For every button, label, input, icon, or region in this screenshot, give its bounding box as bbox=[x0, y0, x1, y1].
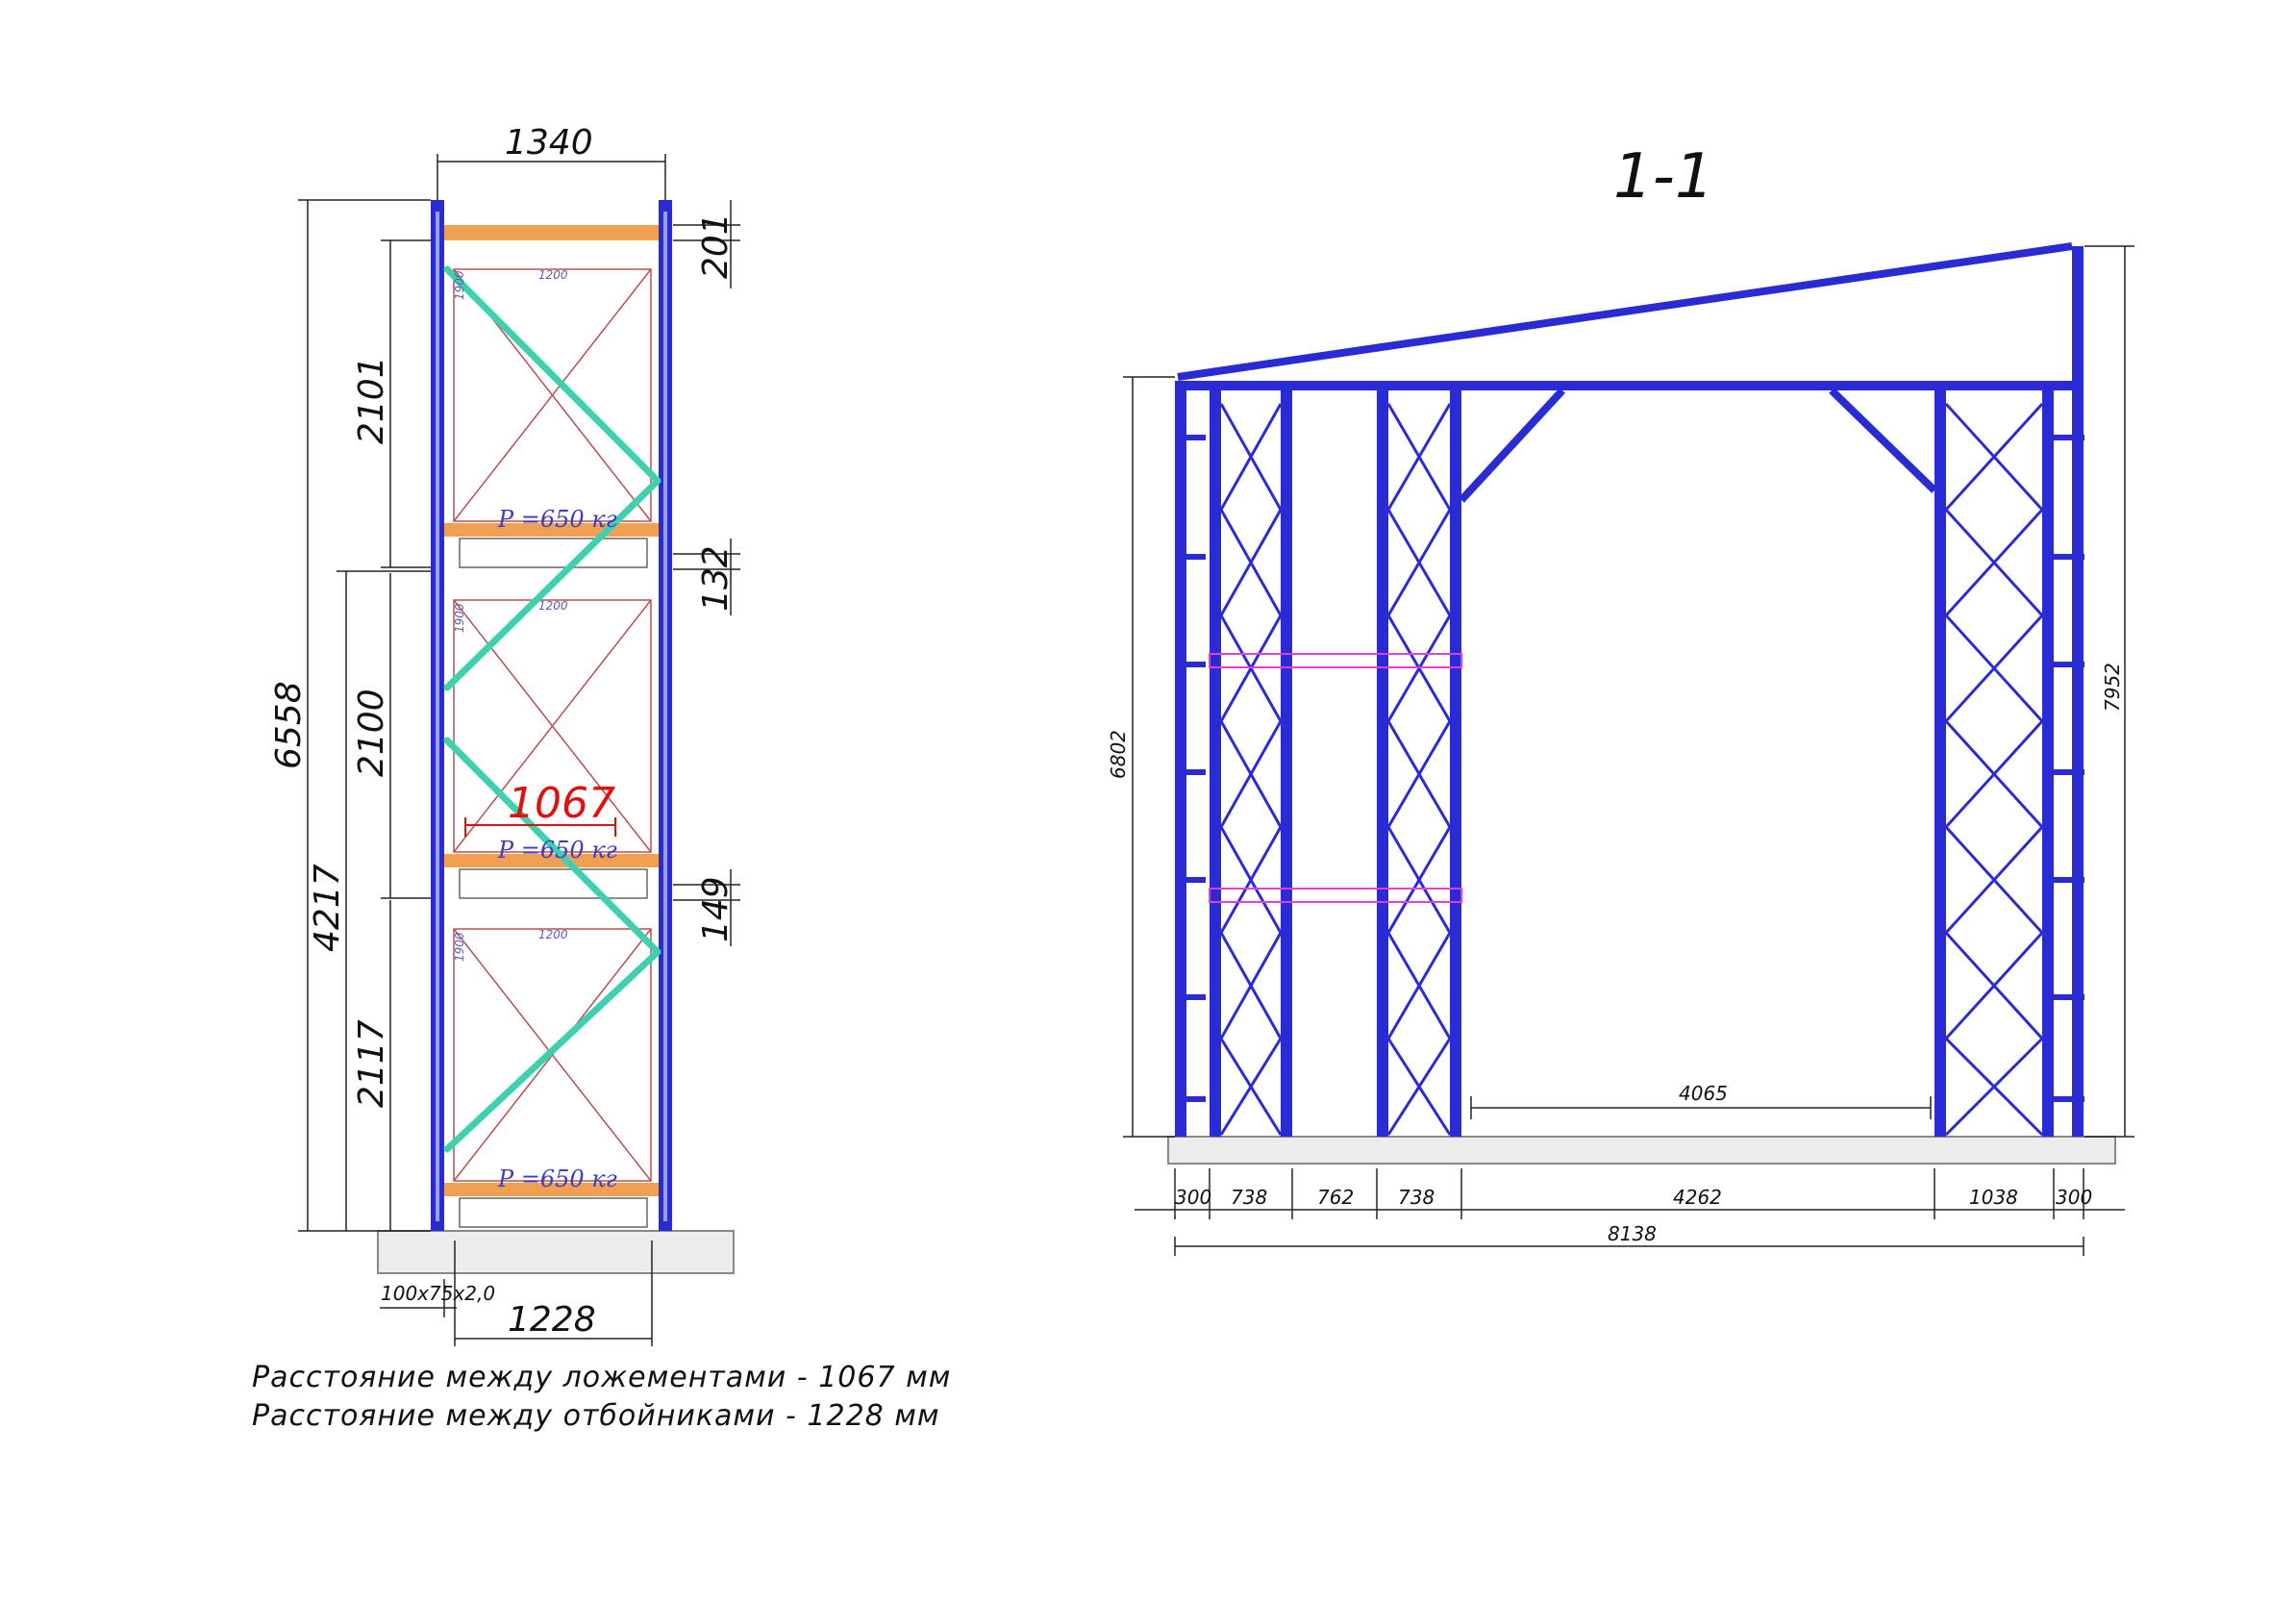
right-column bbox=[659, 200, 672, 1231]
span-label-1: 300 bbox=[1175, 1186, 1211, 1209]
beam-length-label-middle: 1200 bbox=[538, 599, 568, 613]
span-label-7: 300 bbox=[2056, 1186, 2092, 1209]
section-dimension-lines bbox=[1123, 245, 2134, 1256]
span-label-6: 1038 bbox=[1969, 1186, 2018, 1209]
beam-length-label-lower: 1200 bbox=[538, 928, 568, 941]
opening-label: 4065 bbox=[1679, 1082, 1728, 1105]
cradle-dimension bbox=[464, 817, 616, 837]
top-chord bbox=[1178, 381, 2078, 390]
spacing-mid-label: 132 bbox=[696, 545, 736, 612]
height-right-label: 7952 bbox=[2101, 663, 2124, 712]
section-ground-slab bbox=[1167, 1136, 2116, 1165]
span-label-4: 738 bbox=[1398, 1186, 1435, 1209]
left-dimension-lines bbox=[298, 154, 740, 1346]
beam-length-label-upper: 1200 bbox=[538, 268, 568, 282]
cradle-distance-label: 1067 bbox=[508, 779, 615, 828]
section-title: 1-1 bbox=[1613, 141, 1714, 213]
top-beam bbox=[444, 225, 659, 240]
roof-slope bbox=[1177, 242, 2073, 381]
load-label-lower: P =650 кг bbox=[497, 1165, 617, 1192]
span-label-5: 4262 bbox=[1673, 1186, 1722, 1209]
post-length-label-middle: 1900 bbox=[453, 603, 466, 633]
span-label-3: 762 bbox=[1317, 1186, 1354, 1209]
knee-brace-right bbox=[1829, 388, 1937, 493]
side-rails bbox=[1175, 435, 2084, 1102]
load-label-middle: P =650 кг bbox=[497, 837, 617, 864]
span-label-2: 738 bbox=[1231, 1186, 1267, 1209]
load-label-upper: P =650 кг bbox=[497, 506, 617, 533]
knee-brace-left bbox=[1459, 388, 1565, 503]
post-length-label-lower: 1900 bbox=[453, 932, 466, 962]
pallets bbox=[459, 538, 648, 1228]
beam-lower bbox=[444, 1183, 659, 1196]
section-1-1-view: 1-1 bbox=[1107, 141, 2134, 1256]
profile-label: 100x75x2,0 bbox=[381, 1282, 495, 1305]
diagonal-braces bbox=[443, 265, 661, 1153]
note-cradle-distance: Расстояние между ложементами - 1067 мм bbox=[252, 1361, 951, 1394]
beam-middle bbox=[444, 854, 659, 867]
left-ground-slab bbox=[377, 1230, 735, 1274]
spacing-top-label: 201 bbox=[696, 213, 736, 279]
segment-middle-label: 2100 bbox=[352, 689, 391, 777]
left-elevation-view: 1200 1200 1200 1900 1900 1900 P =650 кг … bbox=[269, 123, 740, 1346]
width-top-label: 1340 bbox=[505, 123, 593, 163]
zigzag-braces bbox=[1219, 402, 2045, 1137]
pink-beams bbox=[1209, 653, 1462, 903]
height-left-label: 6802 bbox=[1107, 730, 1130, 779]
total-width-label: 8138 bbox=[1608, 1222, 1657, 1245]
width-bottom-label: 1228 bbox=[508, 1300, 596, 1340]
left-column bbox=[431, 200, 444, 1231]
spacing-low-label: 149 bbox=[696, 876, 736, 942]
height-lower-total-label: 4217 bbox=[308, 864, 347, 952]
panel-middle bbox=[453, 599, 652, 853]
height-total-label: 6558 bbox=[269, 681, 309, 769]
note-bumper-distance: Расстояние между отбойниками - 1228 мм bbox=[252, 1399, 940, 1433]
uprights bbox=[1175, 246, 2084, 1137]
segment-upper-label: 2101 bbox=[352, 356, 391, 444]
post-length-label-upper: 1900 bbox=[453, 270, 466, 300]
segment-lower-label: 2117 bbox=[352, 1019, 391, 1108]
